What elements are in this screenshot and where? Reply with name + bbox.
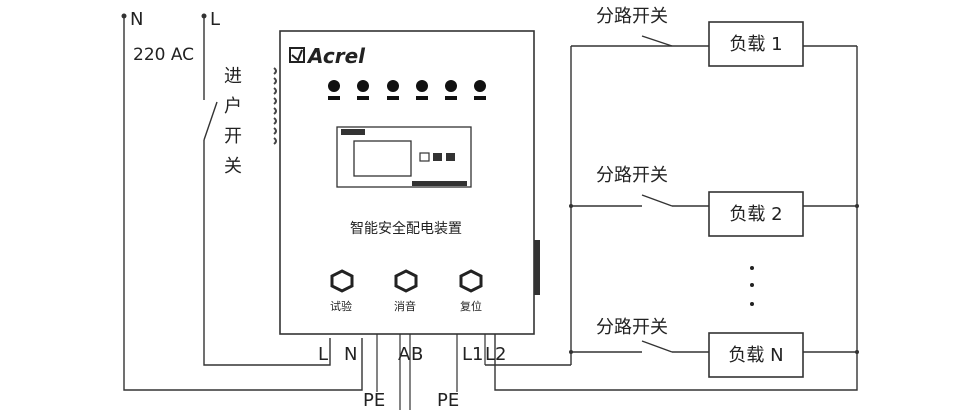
brand-name: Acrel: [306, 44, 366, 68]
acrel-logo: Acrel: [289, 44, 366, 68]
branch-n-switch-label: 分路开关: [596, 317, 668, 338]
reset-button-label: 复位: [460, 299, 482, 313]
branch-1: 分路开关 负载 1: [571, 6, 857, 67]
load-1-box: [708, 21, 804, 67]
load-2-box: [708, 191, 804, 237]
mute-button-label: 消音: [394, 299, 416, 313]
junction-dots: [569, 204, 859, 354]
cabinet-latch: [534, 240, 540, 295]
indicator-lamp-3: [387, 80, 399, 92]
branch-circuits: 分路开关 负载 1 分路开关 负载 2 分路开关 负载 N: [485, 6, 859, 391]
branch-1-switch-label: 分路开关: [596, 6, 668, 27]
incoming-switch-label: 进 户 开 关: [224, 66, 242, 177]
cabinet-hinge: [273, 67, 277, 145]
terminal-leads: [376, 334, 486, 410]
branch-2: 分路开关 负载 2: [571, 165, 857, 237]
incoming-switch-char-2: 户: [224, 96, 242, 117]
module-terminal-strip: [412, 181, 467, 186]
module-screen: [353, 140, 412, 177]
terminal-l1-label: L1: [462, 344, 483, 365]
indicator-lamp-6: [474, 80, 486, 92]
load-n-box: [708, 332, 804, 378]
module-key-2: [433, 153, 442, 161]
indicator-lamp-2: [357, 80, 369, 92]
module-key-3: [446, 153, 455, 161]
incoming-switch-char-4: 关: [224, 156, 242, 177]
mains-supply: N L 220 AC: [121, 9, 363, 391]
module-top-tab: [341, 129, 365, 135]
load-2-label: 负载 2: [729, 204, 782, 225]
l2-return: [494, 334, 858, 391]
device-title: 智能安全配电装置: [350, 220, 462, 237]
pe-label-right: PE: [437, 390, 459, 410]
load-1-label: 负载 1: [729, 34, 782, 55]
distribution-cabinet: Acrel 智能安全配电装置: [273, 30, 540, 410]
mute-button-knob[interactable]: [394, 269, 418, 293]
terminal-l-label: L: [318, 344, 328, 365]
indicator-row: [328, 80, 486, 100]
pe-label-left: PE: [363, 390, 385, 410]
indicator-lamp-1: [328, 80, 340, 92]
incoming-switch-blade: [203, 101, 218, 141]
l-terminal-dot: [201, 13, 207, 19]
indicator-lamp-5: [445, 80, 457, 92]
incoming-switch-char-1: 进: [224, 66, 242, 87]
branch-n-switch-blade: [641, 340, 673, 353]
mains-voltage-label: 220 AC: [133, 45, 194, 65]
control-buttons: 试验 消音 复位: [330, 269, 483, 313]
load-n-label: 负载 N: [728, 345, 783, 366]
reset-button-knob[interactable]: [459, 269, 483, 293]
more-loads-ellipsis: [750, 266, 754, 306]
module-key-1: [419, 152, 430, 162]
branch-2-switch-blade: [641, 194, 673, 207]
test-button-label: 试验: [330, 299, 352, 313]
live-wire-lower: [203, 140, 331, 366]
test-button-knob[interactable]: [330, 269, 354, 293]
terminal-labels: L N A B L1 L2: [318, 344, 506, 365]
mains-n-label: N: [130, 9, 143, 30]
mains-l-label: L: [210, 9, 220, 30]
branch-n: 分路开关 负载 N: [571, 317, 857, 378]
neutral-wire: [123, 18, 363, 391]
terminal-n-label: N: [344, 344, 357, 365]
indicator-lamp-4: [416, 80, 428, 92]
monitor-module: [336, 126, 472, 188]
terminal-a-label: A: [398, 344, 411, 365]
incoming-switch-char-3: 开: [224, 126, 242, 147]
n-terminal-dot: [121, 13, 127, 19]
acrel-logo-mark: [289, 47, 305, 63]
terminal-l2-label: L2: [485, 344, 506, 365]
branch-1-switch-blade: [641, 35, 673, 47]
branch-2-switch-label: 分路开关: [596, 165, 668, 186]
terminal-b-label: B: [411, 344, 423, 365]
